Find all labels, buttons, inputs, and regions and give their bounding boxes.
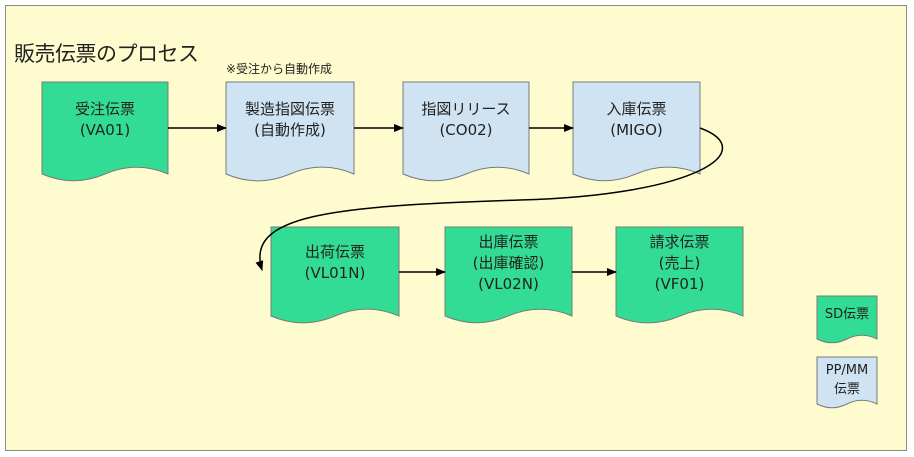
diagram-title: 販売伝票のプロセス — [14, 42, 199, 66]
doc-label-co02: 指図リリース(CO02) — [421, 100, 511, 139]
doc-label-prod: 製造指図伝票(自動作成) — [244, 100, 335, 139]
doc-shape-vl01n — [270, 226, 400, 324]
doc-label-migo: 入庫伝票(MIGO) — [606, 100, 667, 139]
legend-pp-shape — [816, 356, 878, 409]
auto-create-note: ※受注から自動作成 — [226, 62, 333, 76]
doc-shape-prod — [225, 81, 355, 182]
doc-shape-vf01 — [615, 226, 744, 324]
doc-label-vl01n: 出荷伝票(VL01N) — [304, 243, 366, 282]
doc-shape-migo — [572, 81, 701, 182]
arrow-migo-to-vl01n — [255, 127, 723, 271]
doc-shape-vl02n — [444, 226, 573, 324]
doc-label-vl02n: 出庫伝票(出庫確認)(VL02N) — [472, 233, 545, 293]
doc-shape-co02 — [402, 81, 530, 182]
legend-sd-label: SD伝票 — [824, 307, 870, 322]
doc-shape-va01 — [41, 81, 169, 182]
legend-sd-shape — [816, 295, 878, 344]
doc-label-vf01: 請求伝票(売上)(VF01) — [649, 233, 710, 293]
doc-label-va01: 受注伝票(VA01) — [74, 100, 135, 139]
